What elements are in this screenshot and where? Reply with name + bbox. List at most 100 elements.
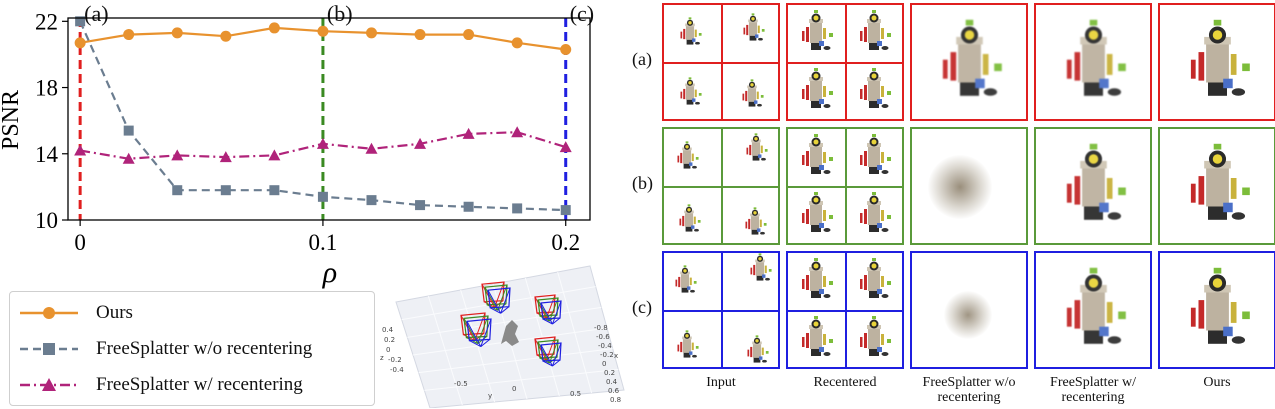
robot-eye xyxy=(871,263,877,269)
robot-eye xyxy=(813,197,819,203)
camera-0-edge-2-2 xyxy=(500,306,510,314)
robot-arm-left xyxy=(806,275,809,290)
robot-bar xyxy=(802,31,805,41)
robot-wheels xyxy=(869,291,879,298)
robot-eye xyxy=(1212,29,1222,40)
robot-arm-right xyxy=(691,153,694,162)
robot-render xyxy=(677,330,699,358)
robot-tool xyxy=(887,215,891,219)
robot-bowl xyxy=(764,277,770,281)
robot-bar xyxy=(680,92,683,99)
robot-bowl xyxy=(881,352,889,356)
robot-block xyxy=(1098,326,1109,336)
robot-tool xyxy=(766,351,769,354)
robot-render xyxy=(746,133,768,161)
series-0-point-4 xyxy=(268,22,280,34)
robot-antenna xyxy=(751,79,754,82)
robot-antenna xyxy=(758,253,761,256)
robot-arm-right xyxy=(1230,177,1236,199)
robot-eye xyxy=(687,21,692,25)
series-1-point-3 xyxy=(220,185,231,196)
robot-bar xyxy=(1066,59,1072,79)
robot-block xyxy=(877,99,882,104)
robot-block xyxy=(755,34,759,38)
robot-bar xyxy=(680,31,682,39)
series-2-point-10 xyxy=(559,141,572,153)
robot-eye xyxy=(688,81,693,85)
robot-tool xyxy=(693,281,697,284)
inset-z-tick-2: 0 xyxy=(386,346,390,354)
robot-arm-left xyxy=(864,333,867,348)
robot-tool xyxy=(829,281,833,285)
robot-render xyxy=(742,79,764,107)
robot-eye xyxy=(1088,277,1098,288)
robot-block xyxy=(756,228,761,232)
camera-0-edge-2-1 xyxy=(500,287,511,314)
camera-3-edge-1-0 xyxy=(537,341,550,364)
robot-body xyxy=(755,262,764,276)
robot-bar xyxy=(1190,307,1196,327)
robot-tool xyxy=(697,219,701,223)
robot-arm-left xyxy=(806,333,809,348)
panel-row1-col4 xyxy=(1158,127,1275,245)
robot-arm-left xyxy=(864,151,867,166)
series-0-point-10 xyxy=(560,43,572,55)
robot-arm-right xyxy=(881,210,884,221)
camera-2-edge-2-0 xyxy=(466,321,482,347)
robot-block xyxy=(689,162,693,166)
series-0-point-1 xyxy=(123,29,135,41)
robot-block xyxy=(877,289,882,294)
robot-wheels xyxy=(681,287,689,293)
series-1-point-4 xyxy=(269,185,280,196)
legend-swatch-w-recentering xyxy=(20,378,78,391)
robot-block xyxy=(758,154,762,158)
robot-eye xyxy=(1088,153,1098,164)
robot-body xyxy=(810,81,822,101)
series-2-point-2 xyxy=(171,149,184,161)
robot-arm-left xyxy=(747,218,751,230)
y-tick-label-0: 10 xyxy=(35,208,58,233)
robot-body xyxy=(1205,168,1229,206)
robot-body xyxy=(749,22,758,36)
robot-bowl xyxy=(689,289,695,293)
camera-2-edge-1-1 xyxy=(477,315,489,344)
series-1-point-2 xyxy=(172,185,183,196)
robot-antenna xyxy=(753,207,757,210)
robot-tool xyxy=(887,281,891,285)
robot-wheels xyxy=(959,82,979,96)
legend-label-wo-recentering: FreeSplatter w/o recentering xyxy=(96,338,313,359)
robot-arm-left xyxy=(806,151,809,166)
robot-bowl xyxy=(823,104,831,108)
series-0-point-0 xyxy=(74,37,86,49)
camera-2-edge-2-1 xyxy=(480,318,492,347)
robot-render xyxy=(1066,143,1126,220)
robot-antenna xyxy=(1089,19,1097,25)
robot-wheels xyxy=(686,100,694,105)
robot-wheels xyxy=(811,101,821,108)
camera-1-edge-2-0 xyxy=(540,302,553,325)
robot-bar xyxy=(802,155,805,165)
robot-arm-left xyxy=(806,27,809,42)
robot-tool xyxy=(1117,187,1126,195)
quadrant-divider-h xyxy=(664,62,778,64)
camera-3-edge-2-2 xyxy=(552,359,561,367)
x-tick-label-1: 0.1 xyxy=(309,230,338,255)
inset-x-tick-7: 0.6 xyxy=(608,387,620,395)
robot-bowl xyxy=(983,87,997,96)
camera-3-edge-2-0 xyxy=(540,344,553,367)
robot-render xyxy=(679,204,701,232)
robot-block xyxy=(877,41,882,46)
robot-bowl xyxy=(1107,335,1121,344)
robot-tool xyxy=(696,157,699,160)
robot-body xyxy=(753,344,762,358)
robot-antenna xyxy=(872,68,876,71)
robot-bowl xyxy=(762,359,768,363)
robot-tool xyxy=(829,33,833,37)
robot-bowl xyxy=(881,228,889,232)
robot-bowl xyxy=(823,228,831,232)
robot-bowl xyxy=(823,46,831,50)
robot-arm-left xyxy=(864,275,867,290)
robot-arm-left xyxy=(749,144,752,156)
robot-tool xyxy=(1117,63,1126,71)
